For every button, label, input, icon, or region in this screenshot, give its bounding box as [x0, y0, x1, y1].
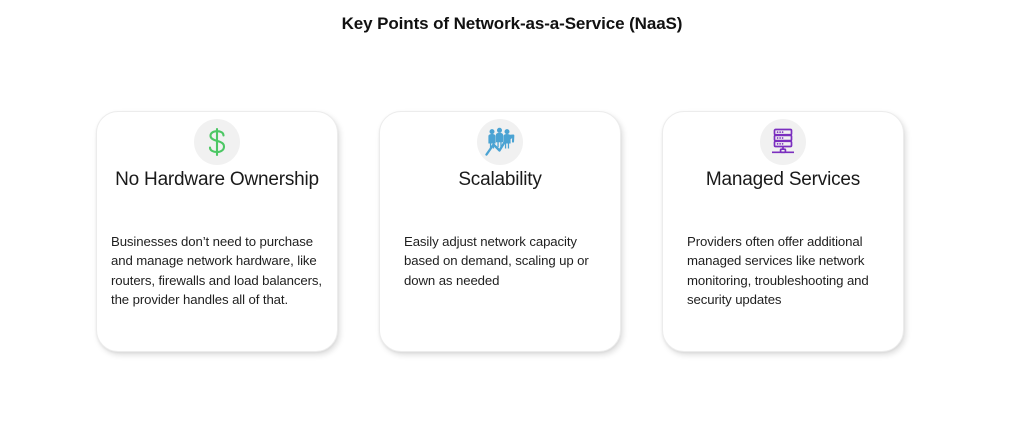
people-growth-chart-icon	[477, 119, 523, 165]
key-points-card-row: No Hardware Ownership Businesses don’t n…	[96, 111, 904, 353]
card-managed-services[interactable]: Managed Services Providers often offer a…	[662, 111, 904, 352]
card-icon-container	[97, 119, 337, 165]
card-title: No Hardware Ownership	[115, 169, 319, 190]
card-description: Businesses don’t need to purchase and ma…	[111, 234, 322, 308]
server-rack-icon	[760, 119, 806, 165]
card-description: Easily adjust network capacity based on …	[404, 234, 589, 288]
card-title: Scalability	[458, 169, 542, 190]
card-no-hardware-ownership[interactable]: No Hardware Ownership Businesses don’t n…	[96, 111, 338, 352]
card-description: Providers often offer additional managed…	[687, 234, 869, 308]
card-icon-container	[380, 119, 620, 165]
card-icon-container	[663, 119, 903, 165]
dollar-sign-icon	[194, 119, 240, 165]
card-title: Managed Services	[705, 169, 861, 190]
page-title: Key Points of Network-as-a-Service (NaaS…	[341, 14, 683, 33]
card-scalability[interactable]: Scalability Easily adjust network capaci…	[379, 111, 621, 352]
